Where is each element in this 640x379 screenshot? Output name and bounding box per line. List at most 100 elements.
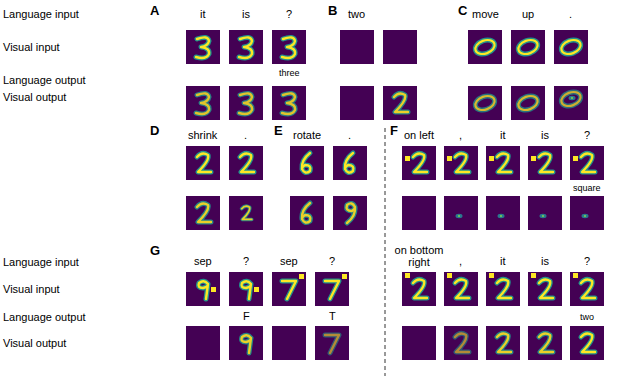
token-label: two (348, 8, 365, 20)
row-header: Visual output (3, 91, 66, 103)
image-tile (486, 196, 520, 230)
image-tile (528, 272, 562, 306)
image-tile (528, 196, 562, 230)
token-label: shrink (188, 129, 217, 141)
image-tile (486, 326, 520, 360)
image-tile (272, 326, 306, 360)
token-label: . (569, 8, 572, 20)
row-header: Visual input (3, 41, 60, 53)
token-label: up (522, 8, 534, 20)
image-tile (486, 146, 520, 180)
token-label: ? (243, 255, 249, 267)
output-label: three (279, 68, 300, 78)
image-tile (402, 326, 436, 360)
row-header: Language output (3, 311, 86, 323)
divider-line (385, 128, 386, 376)
token-label: it (500, 255, 506, 267)
row-header: Language output (3, 74, 86, 86)
image-tile (186, 30, 220, 64)
panel-letter: F (390, 124, 398, 138)
image-tile (333, 146, 367, 180)
token-label: on bottom right (389, 244, 449, 268)
image-tile (186, 146, 220, 180)
image-tile (554, 30, 588, 64)
token-label: ? (584, 255, 590, 267)
image-tile (570, 272, 604, 306)
image-tile (383, 30, 417, 64)
image-tile (570, 146, 604, 180)
token-label: ? (584, 129, 590, 141)
image-tile (340, 86, 374, 120)
image-tile (229, 30, 263, 64)
panel-letter: E (274, 124, 283, 138)
image-tile (383, 86, 417, 120)
image-tile (272, 86, 306, 120)
token-label: is (541, 129, 549, 141)
token-label: . (348, 129, 351, 141)
image-tile (229, 146, 263, 180)
output-label: two (580, 312, 594, 322)
panel-letter: A (150, 4, 159, 18)
token-label: it (200, 8, 206, 20)
token-label: rotate (293, 129, 321, 141)
image-tile (511, 86, 545, 120)
image-tile (528, 146, 562, 180)
image-tile (186, 272, 220, 306)
token-label: it (500, 129, 506, 141)
token-label: is (242, 8, 250, 20)
token-label: sep (280, 255, 298, 267)
image-tile (229, 326, 263, 360)
token-label: ? (286, 8, 292, 20)
row-header: Visual input (3, 283, 60, 295)
output-label: square (573, 183, 601, 193)
image-tile (402, 196, 436, 230)
image-tile (315, 326, 349, 360)
image-tile (402, 146, 436, 180)
image-tile (486, 272, 520, 306)
image-tile (290, 146, 324, 180)
panel-letter: C (458, 4, 467, 18)
image-tile (554, 86, 588, 120)
image-tile (229, 272, 263, 306)
token-label: sep (194, 255, 212, 267)
row-header: Visual output (3, 337, 66, 349)
image-tile (340, 30, 374, 64)
image-tile (229, 86, 263, 120)
image-tile (528, 326, 562, 360)
image-tile (570, 326, 604, 360)
token-label: on left (404, 129, 434, 141)
token-label: is (541, 255, 549, 267)
image-tile (468, 86, 502, 120)
image-tile (444, 272, 478, 306)
panel-letter: G (150, 244, 160, 258)
image-tile (315, 272, 349, 306)
image-tile (186, 326, 220, 360)
image-tile (186, 86, 220, 120)
output-label: T (329, 310, 336, 322)
image-tile (444, 146, 478, 180)
image-tile (186, 196, 220, 230)
token-label: , (459, 255, 462, 267)
token-label: , (459, 129, 462, 141)
row-header: Language input (3, 256, 79, 268)
panel-letter: B (328, 4, 337, 18)
image-tile (402, 272, 436, 306)
image-tile (272, 272, 306, 306)
image-tile (444, 196, 478, 230)
output-label: F (243, 310, 250, 322)
token-label: ? (329, 255, 335, 267)
panel-letter: D (150, 124, 159, 138)
image-tile (229, 196, 263, 230)
image-tile (290, 196, 324, 230)
token-label: . (244, 129, 247, 141)
image-tile (333, 196, 367, 230)
token-label: move (472, 8, 499, 20)
image-tile (444, 326, 478, 360)
row-header: Language input (3, 8, 79, 20)
image-tile (468, 30, 502, 64)
image-tile (570, 196, 604, 230)
image-tile (511, 30, 545, 64)
image-tile (272, 30, 306, 64)
